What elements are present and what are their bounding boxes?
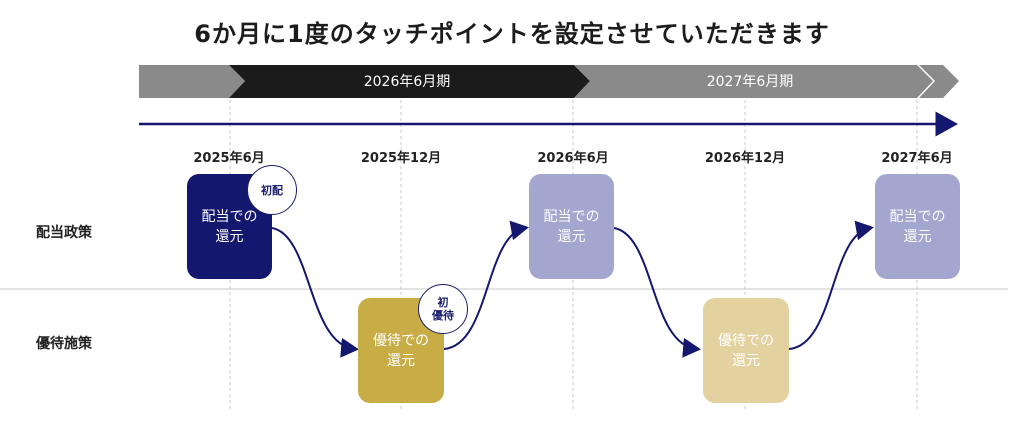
badge-first-dividend: 初配 xyxy=(247,165,297,215)
badge-text-line1: 初 xyxy=(437,296,449,309)
date-label-2026-12: 2026年12月 xyxy=(704,151,786,166)
card-benefit-2026-12: 優待での還元 xyxy=(703,298,789,403)
card-text-line2: 還元 xyxy=(215,228,244,245)
page-title: 6か月に1度のタッチポイントを設定させていただきます xyxy=(194,20,830,48)
connector-2 xyxy=(443,220,529,350)
card-dividend-2026-06: 配当での還元 xyxy=(529,174,614,279)
connector-3 xyxy=(613,227,701,358)
badge-first-benefit: 初優待 xyxy=(418,284,468,334)
date-label-2027-06: 2027年6月 xyxy=(881,151,953,166)
card-text-line1: 優待での xyxy=(373,332,429,349)
date-label-2025-12: 2025年12月 xyxy=(360,151,442,166)
card-text-line1: 配当での xyxy=(889,208,946,225)
card-text-line2: 還元 xyxy=(387,352,415,369)
connector-1 xyxy=(271,227,359,358)
row-label-dividend: 配当政策 xyxy=(36,225,92,241)
card-text-line1: 配当での xyxy=(543,208,600,225)
period-segment-2026 xyxy=(229,65,590,98)
period-segment-start xyxy=(139,65,245,98)
connector-4 xyxy=(788,220,874,350)
card-text-line1: 優待での xyxy=(718,332,774,349)
card-text-line1: 配当での xyxy=(201,208,258,225)
period-segment-end xyxy=(919,65,959,98)
card-text-line2: 還元 xyxy=(903,228,932,245)
period-label-2026: 2026年6月期 xyxy=(364,74,451,90)
badge-text-line2: 優待 xyxy=(432,309,454,322)
period-label-2027: 2027年6月期 xyxy=(707,74,794,90)
date-label-2026-06: 2026年6月 xyxy=(537,151,609,166)
flow-connectors xyxy=(271,220,874,358)
row-label-benefit: 優待施策 xyxy=(36,336,92,352)
badge-text: 初配 xyxy=(261,183,283,197)
card-text-line2: 還元 xyxy=(557,228,586,245)
card-text-line2: 還元 xyxy=(732,352,760,369)
period-segment-2027 xyxy=(574,65,933,98)
date-label-2025-06: 2025年6月 xyxy=(193,151,265,166)
period-band: 2026年6月期 2027年6月期 xyxy=(139,65,959,98)
card-dividend-2027-06: 配当での還元 xyxy=(875,174,960,279)
